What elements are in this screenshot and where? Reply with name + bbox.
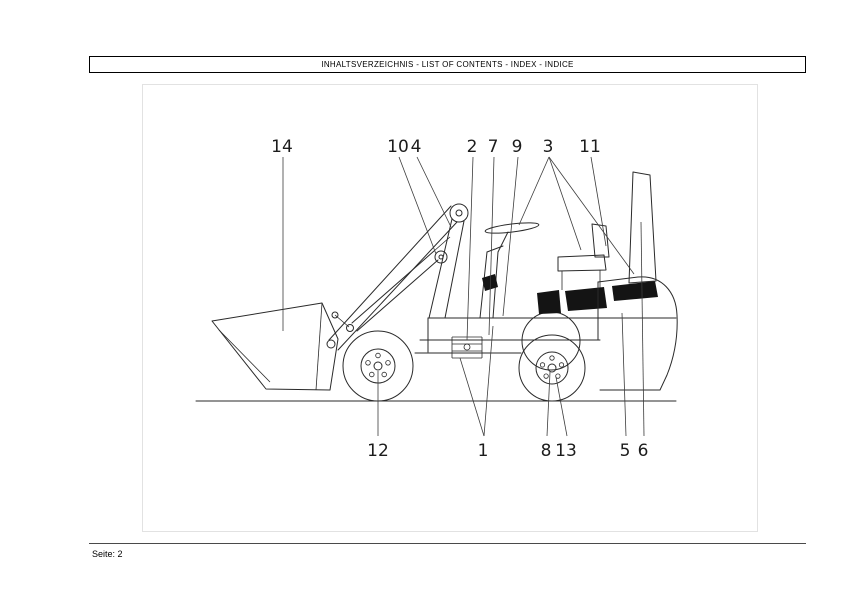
callout-label-7: 7 [488, 137, 499, 157]
callout-label-5: 5 [620, 441, 631, 461]
callout-label-9: 9 [512, 137, 523, 157]
figure-border [142, 84, 758, 532]
loader-arm [328, 203, 469, 351]
page-number-label: Seite: 2 [92, 549, 123, 559]
rops-frame [628, 171, 657, 284]
page-footer: Seite: 2 [89, 543, 806, 562]
operator-seat [537, 223, 610, 314]
callouts-bottom: 12 1 8 13 5 6 [367, 441, 648, 461]
callout-label-6: 6 [638, 441, 649, 461]
callout-label-14: 14 [271, 137, 293, 157]
rear-wheel [518, 311, 586, 402]
callout-label-13: 13 [555, 441, 577, 461]
callout-label-1: 1 [478, 441, 489, 461]
callout-label-11: 11 [579, 137, 601, 157]
callout-label-12: 12 [367, 441, 389, 461]
callout-label-3: 3 [543, 137, 554, 157]
steering-console [479, 222, 540, 319]
callout-label-10: 10 [387, 137, 409, 157]
callouts-top: 14 10 4 2 7 9 3 11 [271, 137, 601, 157]
header-title: INHALTSVERZEICHNIS - LIST OF CONTENTS - … [321, 60, 574, 69]
callout-label-8: 8 [541, 441, 552, 461]
callout-label-2: 2 [467, 137, 478, 157]
callout-leader-lines [282, 156, 645, 437]
bucket [211, 302, 350, 391]
engine-hood [597, 276, 678, 391]
page-header: INHALTSVERZEICHNIS - LIST OF CONTENTS - … [89, 56, 806, 73]
callout-label-4: 4 [411, 137, 422, 157]
chassis [414, 317, 677, 359]
